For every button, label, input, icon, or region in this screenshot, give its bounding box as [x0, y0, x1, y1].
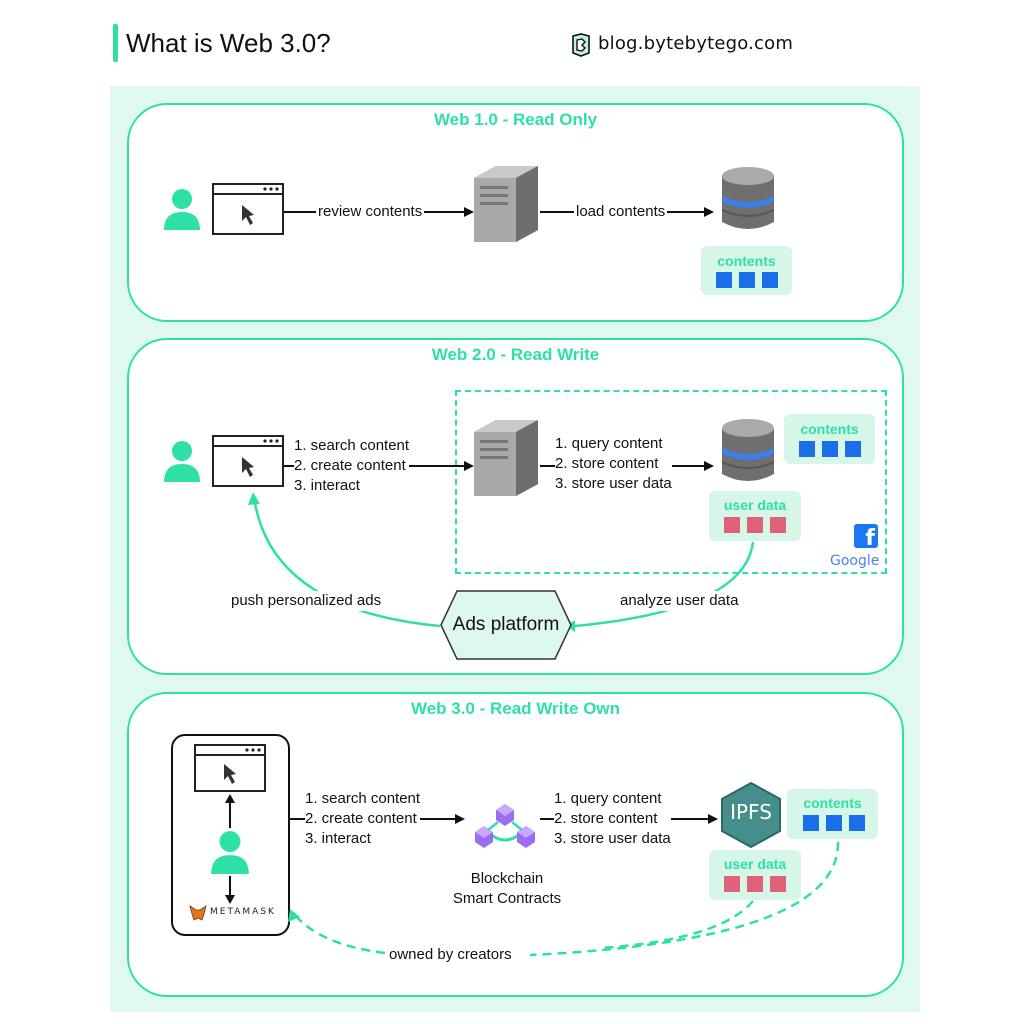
metamask-fox-icon — [189, 905, 207, 921]
server-icon — [474, 420, 538, 496]
page-title: What is Web 3.0? — [126, 28, 331, 58]
user-data-block — [770, 876, 786, 892]
browser-actions-list: 1. search content 2. create content 3. i… — [294, 436, 410, 496]
server-icon — [474, 166, 538, 242]
user-icon — [164, 189, 200, 230]
facebook-icon-letter: f — [865, 526, 875, 551]
ads-platform-hexagon — [440, 590, 572, 660]
action-create: 2. create content — [294, 457, 406, 474]
content-block — [762, 272, 778, 288]
action-store-user-data: 3. store user data — [554, 830, 671, 847]
arrow-user-to-browser — [225, 794, 235, 828]
web1-title: Web 1.0 - Read Only — [433, 110, 598, 129]
ads-platform-label: Ads platform — [452, 614, 560, 635]
database-icon — [721, 167, 775, 229]
bytebytego-logo-icon — [572, 33, 590, 57]
web2-title: Web 2.0 - Read Write — [431, 345, 600, 364]
user-data-block — [770, 517, 786, 533]
content-block — [826, 815, 842, 831]
contents-chip-label: contents — [803, 795, 862, 811]
blockchain-label-line1: Blockchain — [470, 870, 544, 887]
action-search: 1. search content — [294, 437, 410, 454]
action-query: 1. query content — [554, 790, 662, 807]
user-data-block — [747, 517, 763, 533]
user-data-block — [747, 876, 763, 892]
facebook-icon: f — [854, 524, 878, 551]
edge-label-load: load contents — [574, 202, 668, 222]
action-store-content: 2. store content — [554, 810, 658, 827]
web3-title: Web 3.0 - Read Write Own — [410, 699, 621, 718]
content-block — [849, 815, 865, 831]
user-icon — [211, 831, 249, 874]
database-icon — [721, 419, 775, 481]
ipfs-icon — [721, 781, 781, 849]
user-data-block — [724, 517, 740, 533]
user-data-chip-label: user data — [723, 497, 787, 513]
google-logo: Google — [830, 553, 880, 569]
action-create: 2. create content — [305, 810, 417, 827]
browser-window-icon — [212, 435, 284, 487]
action-search: 1. search content — [305, 790, 421, 807]
arrow-user-to-wallet — [225, 876, 235, 904]
brand-link[interactable]: blog.bytebytego.com — [598, 33, 794, 54]
user-icon — [164, 441, 200, 482]
server-actions-list: 1. query content 2. store content 3. sto… — [554, 789, 671, 849]
browser-window-icon — [194, 744, 266, 792]
content-block — [803, 815, 819, 831]
user-data-chip-label: user data — [723, 856, 787, 872]
metamask-label: METAMASK — [210, 907, 276, 917]
action-store-user-data: 3. store user data — [555, 475, 672, 492]
contents-chip-label: contents — [800, 421, 859, 437]
blockchain-icon — [475, 804, 535, 848]
action-query: 1. query content — [555, 435, 663, 452]
content-block — [716, 272, 732, 288]
server-actions-list: 1. query content 2. store content 3. sto… — [555, 434, 672, 494]
title-accent-bar — [113, 24, 118, 62]
content-block — [799, 441, 815, 457]
action-interact: 3. interact — [305, 830, 371, 847]
browser-window-icon — [212, 183, 284, 235]
flow-label-analyze: analyze user data — [618, 591, 741, 611]
content-block — [845, 441, 861, 457]
content-block — [739, 272, 755, 288]
flow-label-owned: owned by creators — [386, 945, 515, 965]
blockchain-label-line2: Smart Contracts — [452, 890, 562, 907]
edge-label-review: review contents — [316, 202, 425, 222]
action-interact: 3. interact — [294, 477, 360, 494]
flow-label-push-ads: push personalized ads — [229, 591, 384, 611]
user-data-block — [724, 876, 740, 892]
big-tech-boundary — [455, 390, 887, 574]
content-block — [822, 441, 838, 457]
contents-chip-label: contents — [717, 253, 776, 269]
ipfs-label: IPFS — [730, 800, 772, 824]
browser-actions-list: 1. search content 2. create content 3. i… — [305, 789, 421, 849]
action-store-content: 2. store content — [555, 455, 659, 472]
